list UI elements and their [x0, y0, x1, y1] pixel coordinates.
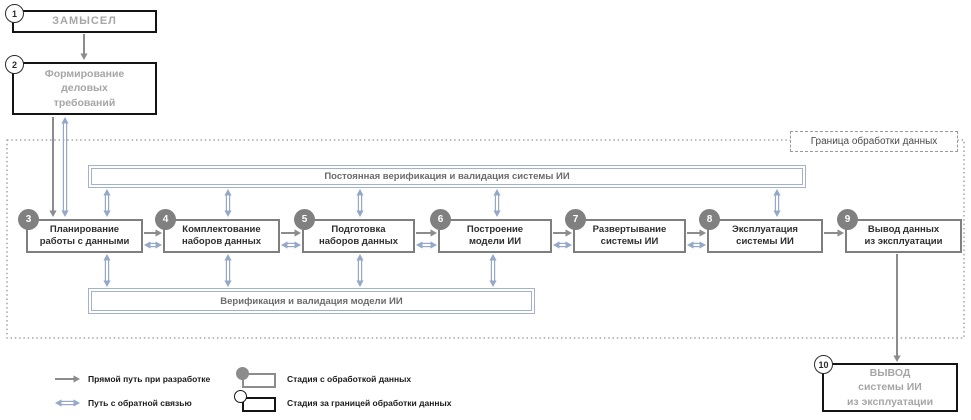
feedback-topbar-stage6	[493, 189, 501, 217]
stage-label: Вывод данных из эксплуатации	[864, 223, 943, 247]
arrow-stage7-stage8	[687, 229, 706, 237]
stage-label: Развертывание системы ИИ	[592, 223, 667, 247]
feedback-stage4-stage3	[144, 241, 162, 249]
arrow-stage5-stage6	[416, 229, 437, 237]
legend-direct-path-label: Прямой путь при разработке	[88, 374, 211, 384]
continuous-verification-label: Постоянная верификация и валидация систе…	[324, 171, 570, 182]
boundary-label-text: Граница обработки данных	[810, 136, 938, 147]
legend-data-stage-icon	[242, 373, 276, 388]
feedback-stage6-stage5	[416, 241, 437, 249]
stage-label: Эксплуатация системы ИИ	[732, 223, 798, 247]
stage-label: Подготовка наборов данных	[319, 223, 398, 247]
feedback-topbar-stage3	[103, 189, 111, 217]
business-requirements-box: 2 Формирование деловых требований	[5, 55, 157, 115]
data-processing-boundary	[6, 139, 965, 339]
legend-feedback-path-label: Путь с обратной связью	[88, 398, 192, 408]
decommission-box: 10 ВЫВОД системы ИИ из эксплуатации	[814, 355, 958, 412]
stage-label: Планирование работы с данными	[39, 223, 130, 247]
requirements-label: Формирование деловых требований	[44, 68, 125, 109]
stage-number-badge: 3	[18, 209, 39, 230]
boundary-label: Граница обработки данных	[790, 131, 958, 152]
arrow-requirements-to-planning	[49, 117, 57, 217]
arrow-stage9-to-decommission	[893, 254, 901, 362]
stage-number-badge: 4	[155, 209, 176, 230]
feedback-topbar-stage4	[224, 189, 232, 217]
feedback-topbar-stage5	[356, 189, 364, 217]
arrow-stage3-stage4	[144, 229, 162, 237]
stage-number-badge: 9	[837, 209, 858, 230]
stage-box-data-planning: 3 Планирование работы с данными	[18, 209, 143, 253]
stage-number-badge: 6	[430, 209, 451, 230]
legend-outside-stage-dot-icon	[234, 390, 247, 403]
legend-feedback-arrow-icon	[55, 399, 80, 407]
arrow-stage6-stage7	[553, 229, 572, 237]
stage-box-model-building: 6 Построение модели ИИ	[430, 209, 552, 253]
decommission-label: ВЫВОД системы ИИ из эксплуатации	[846, 367, 934, 408]
decommission-number-badge: 10	[814, 355, 833, 374]
feedback-bottombar-stage4	[224, 254, 232, 287]
legend-data-stage-dot-icon	[236, 367, 249, 380]
feedback-bottombar-stage3	[103, 254, 111, 287]
feedback-bottombar-stage6	[489, 254, 497, 287]
stage-label: Построение модели ИИ	[466, 223, 524, 247]
stage-number-badge: 7	[565, 209, 586, 230]
feedback-topbar-stage8	[773, 189, 781, 217]
feedback-stage5-stage4	[281, 241, 301, 249]
requirements-number-badge: 2	[5, 55, 24, 74]
feedback-planning-to-requirements	[61, 117, 69, 217]
concept-box: 1 ЗАМЫСЕЛ	[5, 4, 157, 33]
legend-data-stage-label: Стадия с обработкой данных	[287, 374, 412, 384]
stage-number-badge: 8	[699, 209, 720, 230]
model-verification-label: Верификация и валидация модели ИИ	[220, 295, 403, 307]
stage-box-operation: 8 Эксплуатация системы ИИ	[699, 209, 823, 253]
feedback-stage8-stage7	[687, 241, 706, 249]
legend-outside-stage-icon	[242, 397, 276, 412]
concept-number-badge: 1	[5, 4, 24, 23]
arrow-concept-to-requirements	[80, 34, 88, 60]
stage-box-dataset-preparation: 5 Подготовка наборов данных	[294, 209, 415, 253]
legend-direct-arrow-icon	[55, 375, 80, 383]
feedback-stage7-stage6	[553, 241, 572, 249]
stage-number-badge: 5	[294, 209, 315, 230]
continuous-verification-bar: Постоянная верификация и валидация систе…	[88, 165, 806, 188]
stage-label: Комплектование наборов данных	[182, 223, 261, 247]
stage-box-data-retirement: 9 Вывод данных из эксплуатации	[837, 209, 962, 253]
stage-box-dataset-collection: 4 Комплектование наборов данных	[155, 209, 280, 253]
stage-box-deployment: 7 Развертывание системы ИИ	[565, 209, 686, 253]
arrow-stage8-stage9	[824, 229, 844, 237]
feedback-bottombar-stage5	[356, 254, 364, 287]
legend-outside-stage-label: Стадия за границей обработки данных	[287, 398, 452, 408]
model-verification-bar: Верификация и валидация модели ИИ	[88, 288, 535, 314]
concept-label: ЗАМЫСЕЛ	[52, 15, 117, 28]
arrow-stage4-stage5	[281, 229, 301, 237]
